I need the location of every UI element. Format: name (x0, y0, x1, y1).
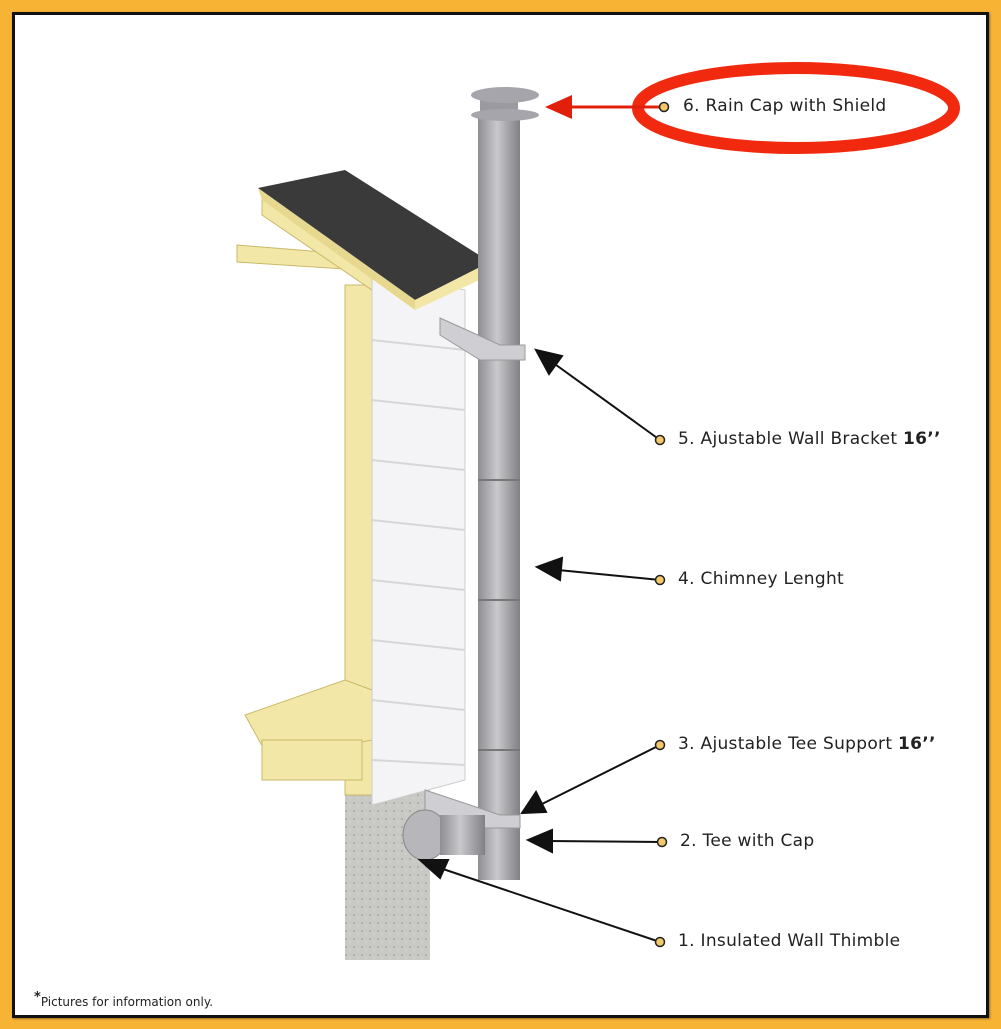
wood-framing (236, 194, 374, 796)
label-tee-support: 3. Ajustable Tee Support 16’’ (678, 734, 936, 754)
label-size: 16’’ (898, 734, 936, 754)
label-text: 2. Tee with Cap (680, 831, 815, 851)
label-text: 6. Rain Cap with Shield (683, 96, 887, 116)
footnote: *Pictures for information only. (34, 990, 213, 1009)
footnote-asterisk: * (34, 990, 41, 1005)
label-text: 4. Chimney Lenght (678, 569, 844, 589)
siding-wall (371, 269, 466, 806)
wall-bracket (439, 317, 526, 361)
label-wall-bracket: 5. Ajustable Wall Bracket 16’’ (678, 429, 941, 449)
label-rain-cap: 6. Rain Cap with Shield (683, 96, 887, 116)
label-tee-with-cap: 2. Tee with Cap (680, 831, 815, 851)
label-size: 16’’ (903, 429, 941, 449)
callout-dots (654, 101, 670, 948)
label-text: 3. Ajustable Tee Support (678, 734, 898, 754)
label-insulated-wall-thimble: 1. Insulated Wall Thimble (678, 931, 900, 951)
chimney-pipe (478, 115, 520, 880)
label-chimney-length: 4. Chimney Lenght (678, 569, 844, 589)
callout-arrows (417, 95, 664, 943)
roof (258, 170, 490, 310)
rain-cap (471, 87, 539, 121)
label-text: 1. Insulated Wall Thimble (678, 931, 901, 951)
label-text: 5. Ajustable Wall Bracket (678, 429, 904, 449)
footnote-text: Pictures for information only. (40, 995, 214, 1009)
